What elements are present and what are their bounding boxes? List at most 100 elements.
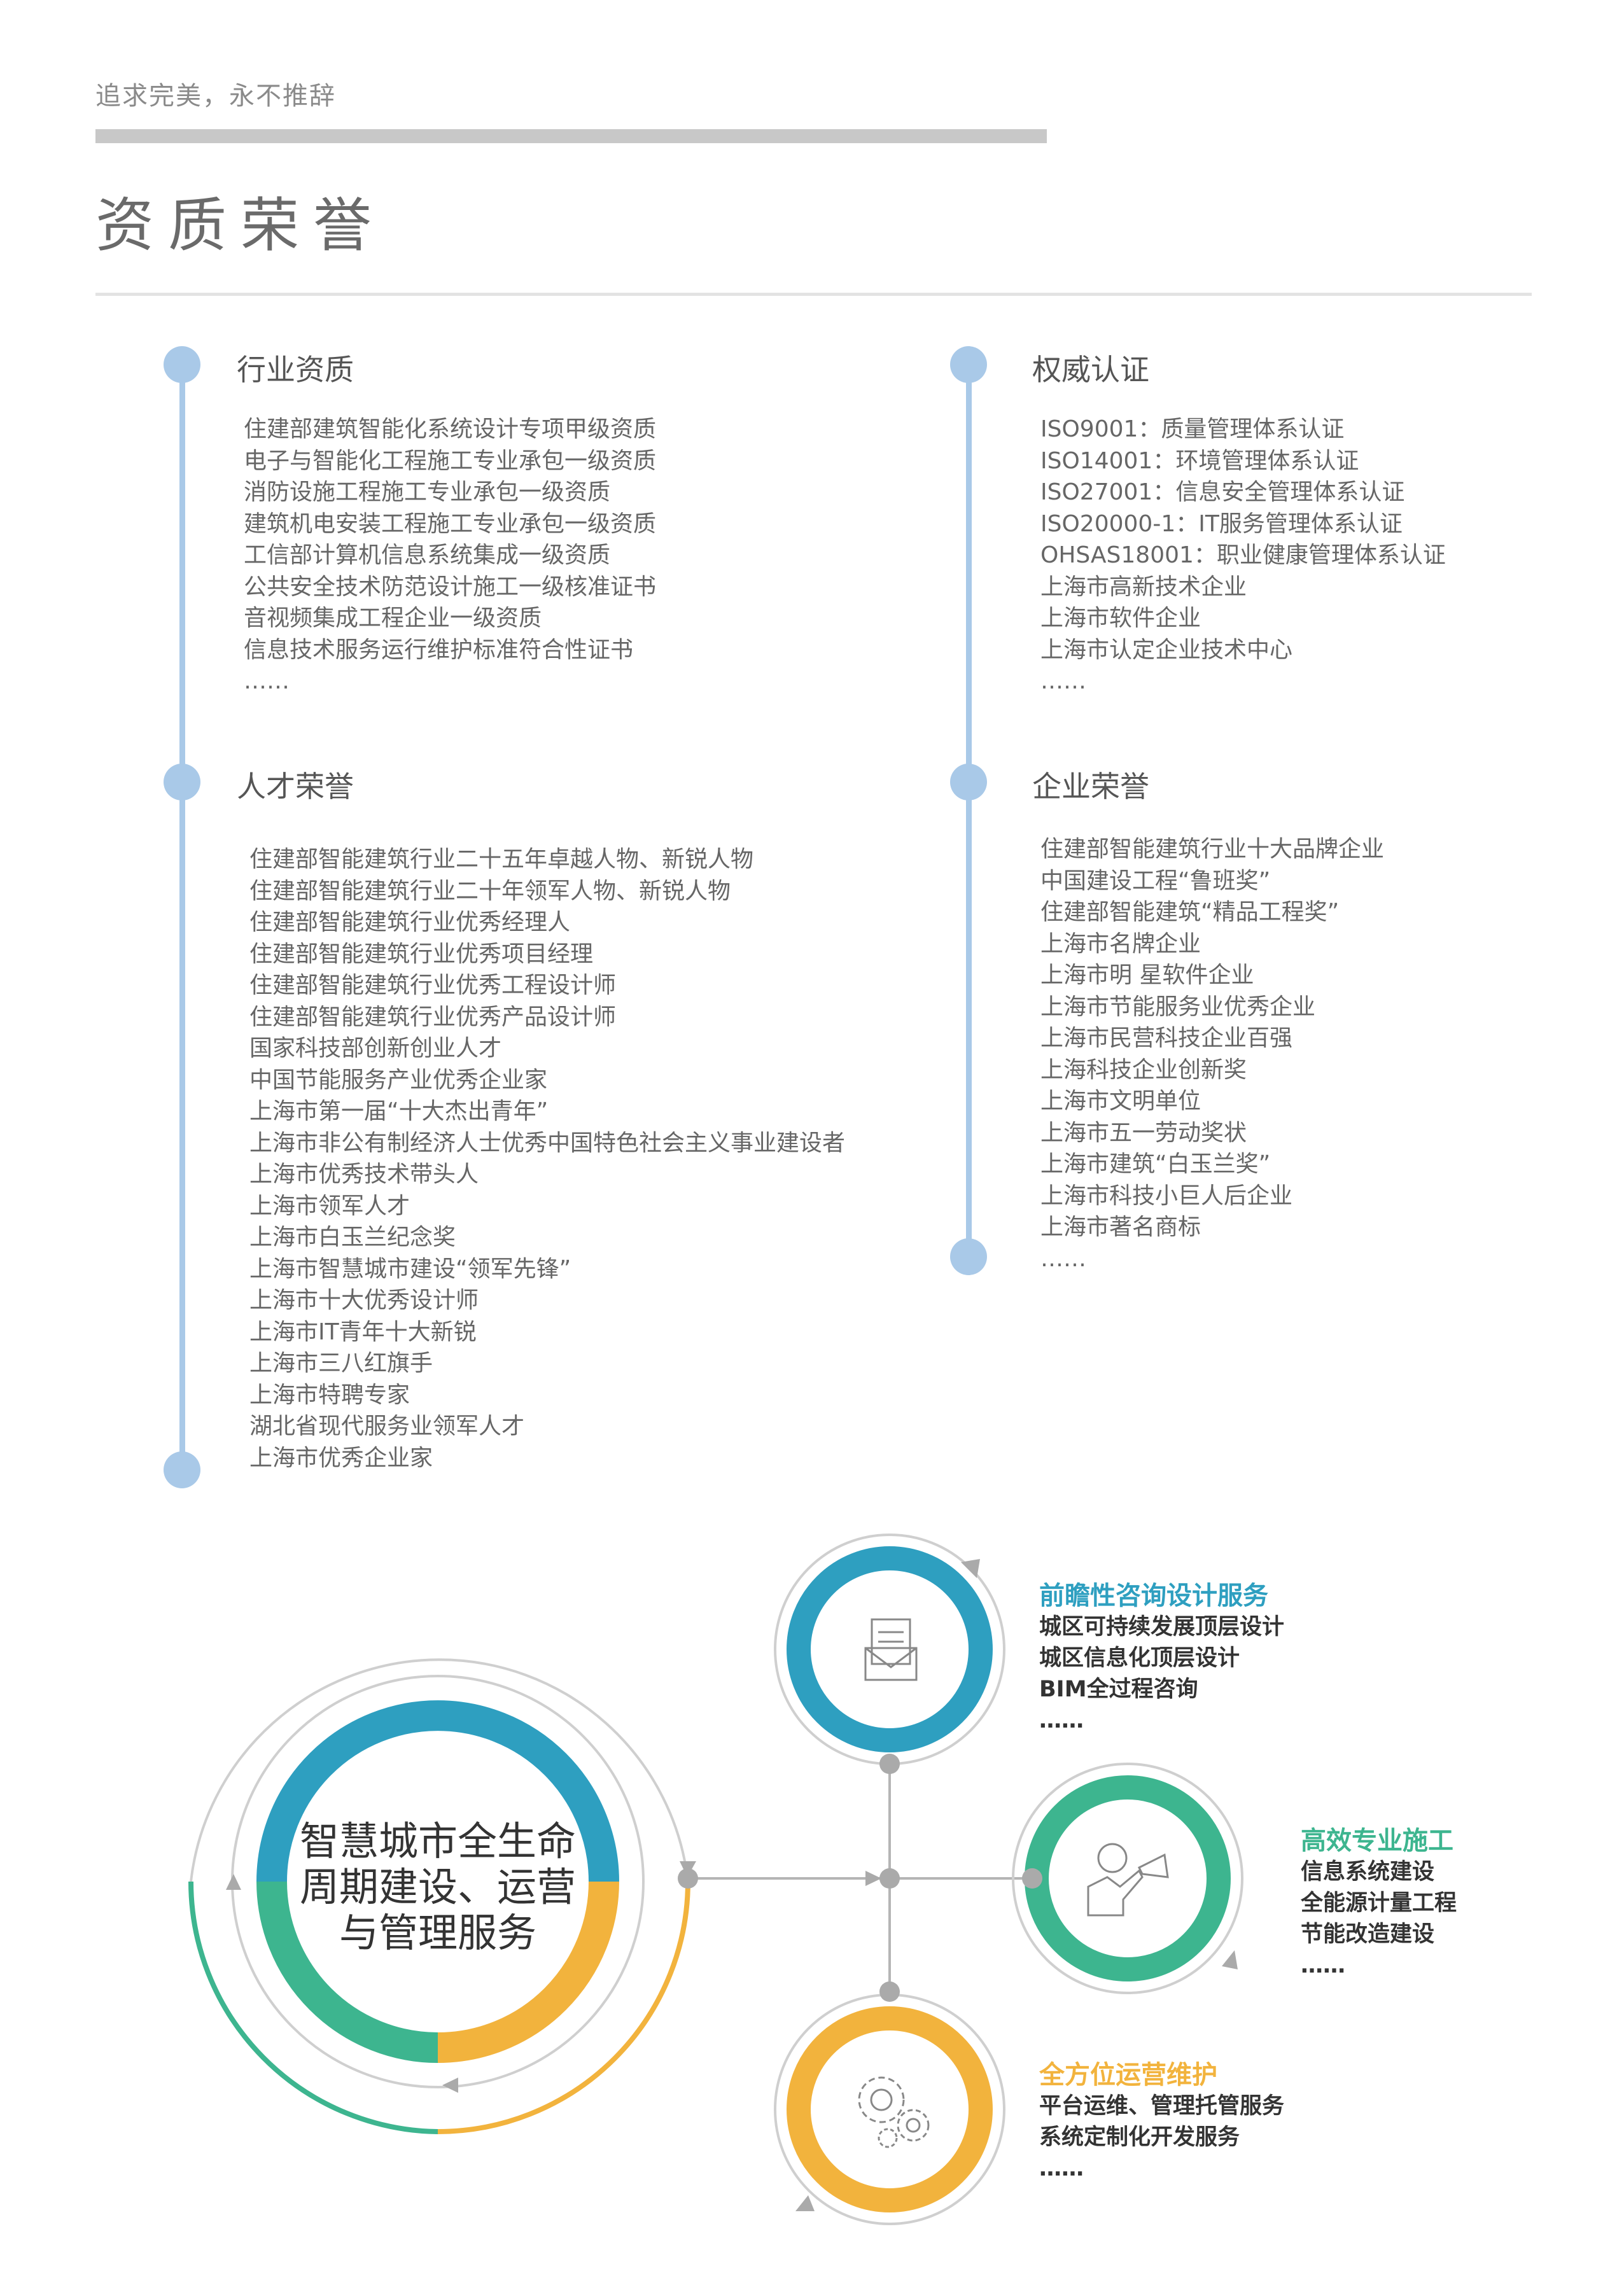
list-item: 上海市优秀技术带头人	[249, 1161, 479, 1187]
service-consulting: 前瞻性咨询设计服务 城区可持续发展顶层设计 城区信息化顶层设计 BIM全过程咨询…	[1039, 1575, 1284, 1736]
connector-node	[879, 1981, 900, 2002]
outer-ring-top	[190, 1658, 689, 1882]
list-item: 住建部智能建筑行业优秀产品设计师	[249, 1003, 617, 1030]
list-item: ……	[1040, 1245, 1086, 1272]
list-item: 上海市科技小巨人后企业	[1040, 1182, 1293, 1209]
list-item: 上海市IT青年十大新锐	[249, 1318, 477, 1345]
service-item: 系统定制化开发服务	[1039, 2125, 1240, 2150]
arrow-icon	[795, 2195, 815, 2211]
list-item: 上海市名牌企业	[1040, 930, 1201, 957]
timeline-right	[966, 365, 972, 1257]
megaphone-person-icon	[1087, 1843, 1169, 1917]
list-item: 上海市著名商标	[1040, 1214, 1201, 1240]
list-item: 上海市建筑“白玉兰奖”	[1040, 1151, 1271, 1177]
service-item: BIM全过程咨询	[1039, 1677, 1198, 1702]
list-item: 消防设施工程施工专业承包一级资质	[244, 479, 611, 505]
list-item: 国家科技部创新创业人才	[249, 1035, 502, 1061]
service-construction: 高效专业施工 信息系统建设 全能源计量工程 节能改造建设 ……	[1301, 1820, 1457, 1981]
gears-icon	[858, 2076, 930, 2148]
section-heading-certification: 权威认证	[1032, 353, 1149, 387]
center-text-line: 周期建设、运营	[300, 1864, 576, 1910]
list-item: 上海科技企业创新奖	[1040, 1056, 1247, 1083]
page-title: 资质荣誉	[95, 192, 386, 260]
service-item: 信息系统建设	[1301, 1859, 1435, 1885]
list-item: 上海市节能服务业优秀企业	[1040, 993, 1316, 1020]
list-item: 住建部智能建筑行业二十五年卓越人物、新锐人物	[249, 846, 754, 872]
list-item: ISO9001：质量管理体系认证	[1040, 416, 1345, 442]
list-item: 上海市软件企业	[1040, 605, 1201, 631]
list-item: 上海市五一劳动奖状	[1040, 1119, 1247, 1146]
list-item: 住建部建筑智能化系统设计专项甲级资质	[244, 416, 657, 442]
service-item: ……	[1039, 2156, 1084, 2181]
list-item: 音视频集成工程企业一级资质	[244, 605, 542, 631]
list-item: 上海市民营科技企业百强	[1040, 1025, 1293, 1051]
outer-ring-orange	[437, 1881, 690, 2134]
list-item: 工信部计算机信息系统集成一级资质	[244, 542, 611, 568]
center-text-line: 智慧城市全生命	[300, 1818, 576, 1864]
arrow-icon	[680, 1861, 696, 1877]
slogan: 追求完美，永不推辞	[95, 81, 336, 111]
list-item: ……	[244, 668, 290, 694]
list-item: 住建部智能建筑行业优秀项目经理	[249, 940, 594, 967]
arrow-icon	[1222, 1950, 1238, 1969]
section-heading-industry: 行业资质	[237, 353, 354, 387]
service-ring-outer	[1012, 1763, 1243, 1994]
list-item: 上海市第一届“十大杰出青年”	[249, 1098, 549, 1124]
service-title: 高效专业施工	[1301, 1826, 1453, 1855]
list-item: 上海市智慧城市建设“领军先锋”	[249, 1255, 571, 1282]
industry-list: 住建部建筑智能化系统设计专项甲级资质电子与智能化工程施工专业承包一级资质消防设施…	[244, 414, 656, 697]
enterprise-list: 住建部智能建筑行业十大品牌企业中国建设工程“鲁班奖” 住建部智能建筑“精品工程奖”…	[1040, 834, 1384, 1275]
center-text-line: 与管理服务	[339, 1910, 536, 1956]
list-item: 上海市非公有制经济人士优秀中国特色社会主义事业建设者	[249, 1129, 846, 1156]
arrow-icon	[442, 2078, 458, 2093]
timeline-dot	[164, 764, 200, 800]
center-ring-orange	[437, 1881, 619, 2063]
center-ring-blue	[256, 1700, 619, 1882]
list-item: 住建部智能建筑行业十大品牌企业	[1040, 836, 1385, 862]
service-item: ……	[1301, 1953, 1345, 1978]
service-item: 节能改造建设	[1301, 1922, 1435, 1947]
divider	[95, 293, 1532, 296]
arrow-icon	[865, 1871, 881, 1886]
connector-node	[678, 1868, 698, 1889]
list-item: 建筑机电安装工程施工专业承包一级资质	[244, 510, 657, 537]
center-ring-green	[256, 1881, 438, 2063]
timeline-left	[179, 365, 185, 1470]
list-item: OHSAS18001：职业健康管理体系认证	[1040, 542, 1446, 568]
list-item: 信息技术服务运行维护标准符合性证书	[244, 636, 634, 663]
list-item: 湖北省现代服务业领军人才	[249, 1413, 525, 1439]
timeline-dot	[950, 764, 987, 800]
list-item: 中国建设工程“鲁班奖”	[1040, 867, 1271, 894]
service-item: ……	[1039, 1708, 1084, 1733]
list-item: 上海市三八红旗手	[249, 1350, 433, 1376]
service-ring-operation	[787, 2006, 993, 2212]
talent-list: 住建部智能建筑行业二十五年卓越人物、新锐人物住建部智能建筑行业二十年领军人物、新…	[249, 844, 845, 1474]
list-item: 上海市文明单位	[1040, 1088, 1201, 1114]
service-item: 全能源计量工程	[1301, 1890, 1457, 1916]
service-ring-construction	[1025, 1775, 1231, 1981]
list-item: 上海市十大优秀设计师	[249, 1287, 479, 1313]
service-item: 城区可持续发展顶层设计	[1039, 1614, 1285, 1640]
list-item: 上海市认定企业技术中心	[1040, 636, 1293, 663]
list-item: 公共安全技术防范设计施工一级核准证书	[244, 573, 657, 600]
timeline-dot	[950, 1238, 987, 1275]
list-item: 上海市特聘专家	[249, 1381, 410, 1408]
section-heading-talent: 人才荣誉	[237, 769, 354, 804]
list-item: 住建部智能建筑行业二十年领军人物、新锐人物	[249, 877, 731, 904]
service-item: 平台运维、管理托管服务	[1039, 2093, 1285, 2119]
service-ring-consulting	[787, 1546, 993, 1752]
timeline-dot	[164, 346, 200, 383]
list-item: 住建部智能建筑行业优秀工程设计师	[249, 972, 617, 998]
arrow-icon	[961, 1559, 980, 1578]
arrow-icon	[226, 1874, 241, 1890]
list-item: 上海市白玉兰纪念奖	[249, 1224, 456, 1250]
timeline-dot	[164, 1451, 200, 1488]
header-bar	[95, 129, 1047, 143]
list-item: ISO14001：环境管理体系认证	[1040, 447, 1359, 474]
list-item: 上海市领军人才	[249, 1192, 410, 1219]
list-item: 住建部智能建筑“精品工程奖”	[1040, 899, 1340, 925]
service-diagram: 智慧城市全生命 周期建设、运营 与管理服务	[188, 1534, 1243, 2225]
list-item: 住建部智能建筑行业优秀经理人	[249, 909, 571, 935]
service-title: 前瞻性咨询设计服务	[1039, 1581, 1268, 1611]
